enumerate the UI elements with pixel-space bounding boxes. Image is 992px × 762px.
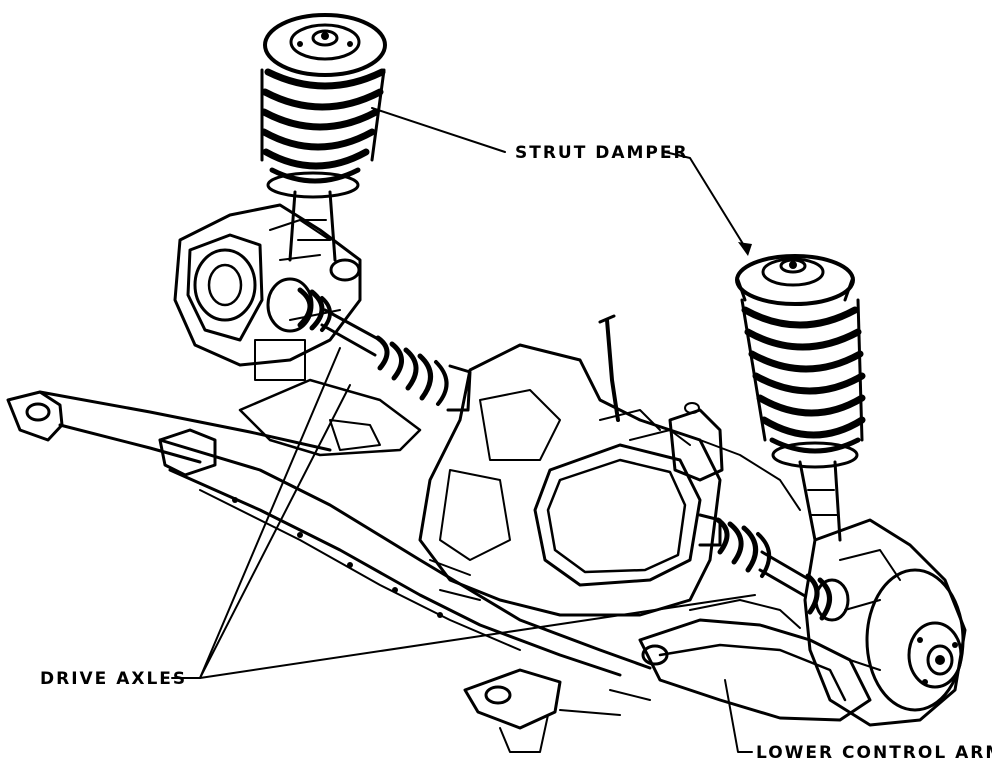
left-drive-axle [266,277,472,412]
drive-axles-label: DRIVE AXLES [40,669,187,689]
labels: STRUT DAMPER DRIVE AXLES LOWER CONTROL A… [40,143,992,762]
right-lower-control-arm [559,599,872,722]
right-strut-damper [735,254,866,542]
left-strut-damper [260,13,387,262]
right-knuckle-assembly [803,518,967,727]
leader-lines [171,107,756,753]
lower-control-arm-label: LOWER CONTROL ARM [756,743,992,762]
strut-damper-label: STRUT DAMPER [515,143,689,163]
transaxle-housing [418,314,801,617]
right-drive-axle [698,513,850,622]
crossmember-frame [6,378,652,753]
